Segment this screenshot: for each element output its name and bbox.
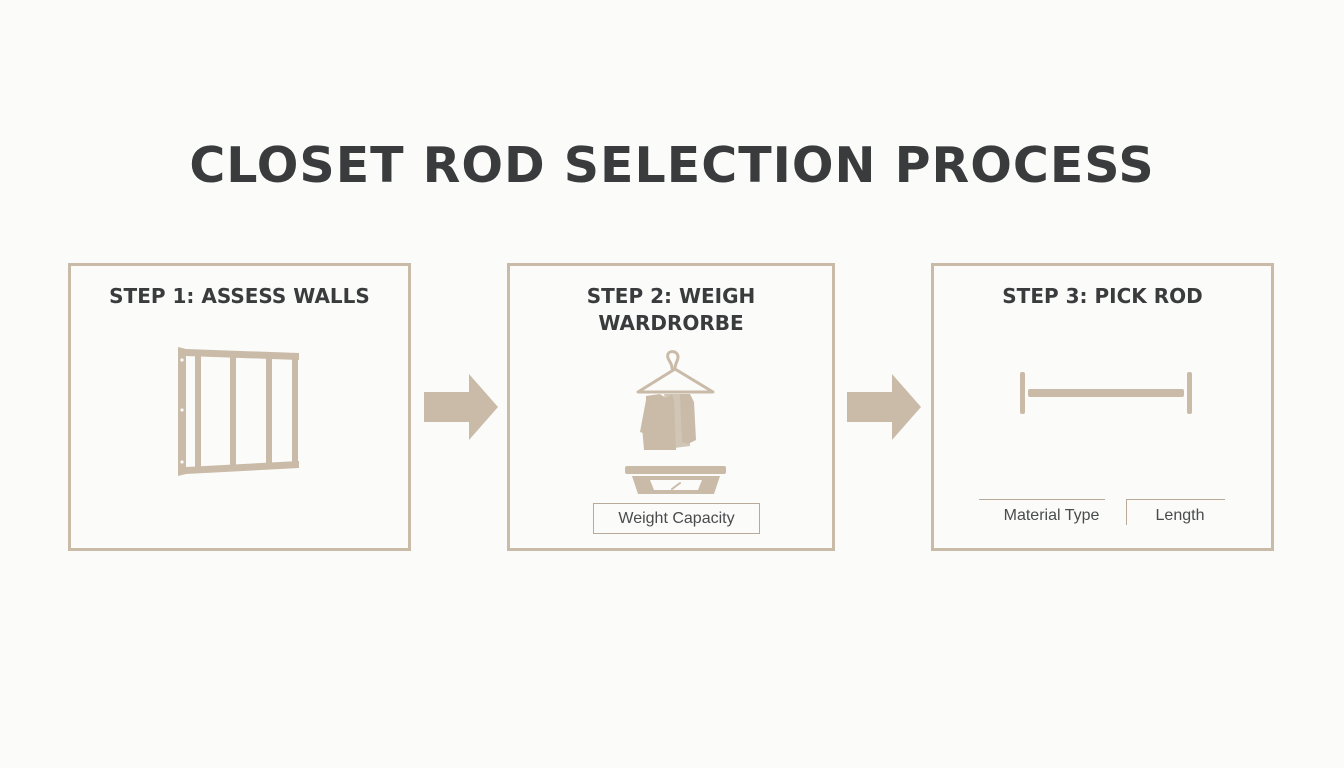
diagram-title: CLOSET ROD SELECTION PROCESS <box>189 137 1155 194</box>
step-2-card: STEP 2: WEIGH WARDRORBE We <box>507 263 835 551</box>
length-underline <box>1127 499 1225 500</box>
arrow-right-icon <box>424 374 498 440</box>
step-1-card: STEP 1: ASSESS WALLS <box>68 263 411 551</box>
material-type-label: Material Type <box>1003 507 1100 524</box>
material-type-underline <box>979 499 1105 500</box>
wall-stud-frame-icon <box>178 347 299 476</box>
arrow-right-icon <box>847 374 921 440</box>
step-2-title: STEP 2: WEIGH WARDRORBE <box>586 284 756 335</box>
length-separator <box>1126 499 1127 525</box>
step-1-title: STEP 1: ASSESS WALLS <box>109 284 370 308</box>
clothes-on-scale-icon <box>625 350 726 494</box>
length-label: Length <box>1155 507 1205 524</box>
weight-capacity-label: Weight Capacity <box>593 503 760 534</box>
closet-rod-icon <box>1020 372 1192 414</box>
step-3-card: STEP 3: PICK ROD Material Type Length <box>931 263 1274 551</box>
step-3-title: STEP 3: PICK ROD <box>1002 284 1203 308</box>
